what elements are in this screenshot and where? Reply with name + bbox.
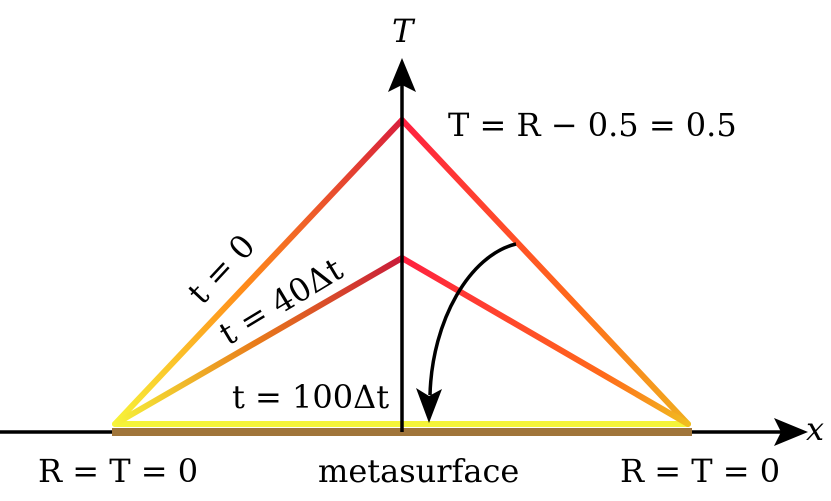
time-evolution-arrow <box>428 242 517 396</box>
curve-t0-left <box>112 117 405 427</box>
time-evolution-arrowhead <box>416 388 442 423</box>
bottom-left-label: R = T = 0 <box>38 452 198 490</box>
label-t100: t = 100Δt <box>232 378 389 416</box>
x-axis-arrowhead <box>774 418 808 446</box>
vertical-axis-label: T <box>392 12 416 50</box>
bottom-right-label: R = T = 0 <box>620 452 780 490</box>
horizontal-axis-label: x <box>806 410 824 448</box>
curve-t0-right <box>399 117 691 427</box>
curve-t40-right <box>399 255 691 427</box>
metasurface-label: metasurface <box>318 452 519 490</box>
peak-equation: T = R − 0.5 = 0.5 <box>448 106 737 144</box>
curve-t40-left <box>112 255 405 427</box>
t-axis-arrowhead <box>388 58 416 92</box>
